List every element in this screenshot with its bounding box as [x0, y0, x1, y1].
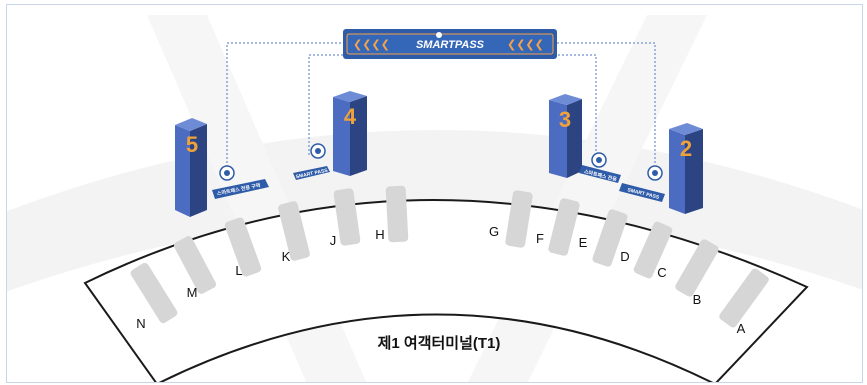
counter-d-label: D [620, 249, 629, 264]
gate-4-number: 4 [344, 104, 357, 129]
counter-k-block[interactable] [277, 200, 310, 261]
gate-2-side [685, 129, 703, 214]
gate-3-face [549, 100, 567, 178]
gate-3-zone [579, 165, 621, 183]
gate-3-number: 3 [559, 107, 571, 132]
counter-f-label: F [536, 231, 544, 246]
counter-n-block[interactable] [129, 261, 179, 324]
counter-b-label: B [693, 292, 702, 307]
counter-b-block[interactable] [718, 267, 771, 329]
gate-3[interactable]: 3 스마트패스 전용 [549, 94, 621, 183]
connector-gate3 [557, 54, 597, 155]
counter-h-label: H [375, 227, 384, 242]
gate-2-face [669, 129, 685, 214]
counter-j-label: J [330, 233, 337, 248]
gate-5-top [175, 118, 207, 131]
counter-c-block[interactable] [674, 238, 720, 298]
banner-inner [346, 33, 554, 55]
counter-letters: N M L K J H G F E D C B A [136, 224, 745, 336]
counter-f-block[interactable] [548, 197, 581, 256]
gate-4-smartpass-icon-center [315, 148, 321, 154]
gate-2-smartpass-icon-center [652, 170, 658, 176]
counter-m-block[interactable] [173, 235, 218, 296]
gate-4-face [333, 97, 350, 176]
connector-gate4 [308, 54, 343, 155]
counter-e-label: E [579, 235, 588, 250]
gate-3-side [567, 99, 582, 178]
gate-2-top [669, 123, 703, 135]
connector-gate5 [226, 42, 343, 167]
counter-l-block[interactable] [224, 216, 263, 277]
terminal-label: 제1 여객터미널(T1) [378, 334, 501, 352]
counter-n-label: N [136, 316, 145, 331]
counter-h-block[interactable] [385, 185, 409, 243]
gate-5-side [190, 124, 207, 217]
gate-2-number: 2 [680, 136, 692, 161]
gate-4[interactable]: 4 SMART PASS [293, 91, 367, 180]
gate-5-face [175, 125, 190, 217]
terminal-map: N M L K J H G F E D C B A 제1 여객터미널(T1) ❮❮❮❮ SMARTPAS… [6, 4, 863, 383]
gate-5-smartpass-icon-center [224, 170, 230, 176]
counter-e-block[interactable] [591, 208, 628, 267]
gate-3-smartpass-icon-center [596, 157, 602, 163]
counter-l-label: L [235, 263, 242, 278]
banner-title: SMARTPASS [416, 39, 485, 51]
gate-2[interactable]: 2 SMART PASS [619, 123, 703, 214]
counter-d-block[interactable] [632, 220, 673, 279]
gate-4-zone [293, 166, 330, 180]
counter-j-block[interactable] [333, 188, 361, 246]
connector-lines [226, 42, 656, 167]
smartpass-banner: ❮❮❮❮ SMARTPASS ❮❮❮❮ [343, 29, 557, 59]
counter-k-label: K [282, 249, 291, 264]
terminal-building [83, 199, 809, 382]
gate-5-zone [212, 179, 269, 199]
checkin-counters [129, 185, 771, 329]
banner-star-icon [436, 32, 442, 38]
gate-3-top [549, 94, 582, 105]
counter-g-label: G [489, 224, 499, 239]
gate-4-top [333, 91, 367, 102]
connector-gate2 [557, 42, 656, 163]
gate-5-number: 5 [186, 132, 198, 157]
terminal-map-svg: N M L K J H G F E D C B A 제1 여객터미널(T1) ❮❮❮❮ SMARTPAS… [7, 15, 862, 382]
banner-arrows-left: ❮❮❮❮ [353, 38, 390, 51]
gate-2-zone [619, 183, 665, 202]
gate-4-side [350, 96, 367, 176]
counter-c-label: C [657, 265, 666, 280]
counter-m-label: M [187, 285, 198, 300]
counter-g-block[interactable] [505, 190, 534, 248]
counter-a-label: A [737, 321, 746, 336]
banner-arrows-right: ❮❮❮❮ [507, 38, 544, 51]
